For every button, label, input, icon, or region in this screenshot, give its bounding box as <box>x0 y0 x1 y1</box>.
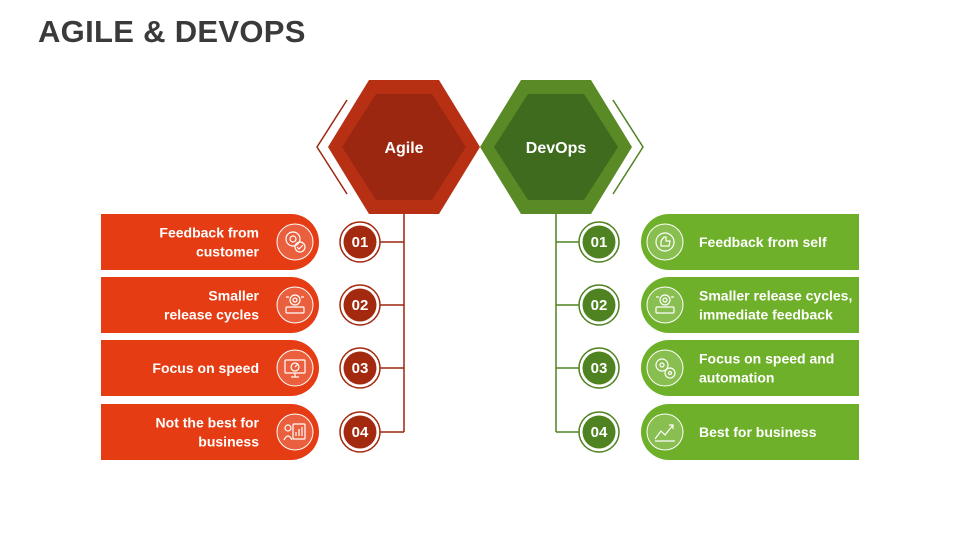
devops-card <box>641 277 859 333</box>
feedback-badge-icon <box>276 223 314 261</box>
agile-bracket <box>316 99 348 195</box>
devops-item-text: Focus on speed and <box>699 351 834 367</box>
agile-item-text: customer <box>196 244 260 260</box>
agile-item-text: business <box>198 434 259 450</box>
devops-item-04: Best for business 04 <box>578 404 859 460</box>
agile-number-badge: 02 <box>339 284 381 326</box>
speed-monitor-icon <box>276 349 314 387</box>
agile-item-text: Smaller <box>208 288 259 304</box>
devops-card <box>641 214 859 270</box>
devops-number: 02 <box>591 297 608 314</box>
agile-card <box>101 404 319 460</box>
devops-item-01: Feedback from self 01 <box>578 214 859 270</box>
agile-item-02: Smaller release cycles 02 <box>101 277 381 333</box>
release-gear-icon <box>276 286 314 324</box>
agile-item-04: Not the best for business 04 <box>101 404 381 460</box>
devops-item-text: Smaller release cycles, <box>699 288 852 304</box>
agile-item-03: Focus on speed 03 <box>101 340 381 396</box>
business-chart-icon <box>276 413 314 451</box>
devops-label: DevOps <box>526 140 587 157</box>
devops-connectors <box>555 212 580 433</box>
devops-card <box>641 340 859 396</box>
business-growth-icon <box>646 413 684 451</box>
agile-connectors <box>380 212 405 433</box>
agile-card <box>101 277 319 333</box>
self-feedback-icon <box>646 223 684 261</box>
agile-number: 04 <box>352 424 369 441</box>
agile-number: 03 <box>352 360 369 377</box>
agile-label: Agile <box>384 140 423 157</box>
devops-number-badge: 02 <box>578 284 620 326</box>
release-gear-icon <box>646 286 684 324</box>
page-title: AGILE & DEVOPS <box>38 14 306 49</box>
devops-number-badge: 03 <box>578 347 620 389</box>
devops-item-text: immediate feedback <box>699 307 833 323</box>
agile-item-text: Feedback from <box>159 225 259 241</box>
agile-card <box>101 214 319 270</box>
agile-card <box>101 340 319 396</box>
devops-item-text: Feedback from self <box>699 234 827 250</box>
agile-hexagon: Agile <box>328 80 480 214</box>
devops-number-badge: 04 <box>578 411 620 453</box>
agile-number-badge: 04 <box>339 411 381 453</box>
agile-item-text: Focus on speed <box>152 360 259 376</box>
devops-card <box>641 404 859 460</box>
devops-number: 04 <box>591 424 608 441</box>
devops-item-text: automation <box>699 370 774 386</box>
devops-bracket <box>612 99 644 195</box>
agile-item-text: Not the best for <box>156 415 260 431</box>
agile-number: 02 <box>352 297 369 314</box>
devops-number-badge: 01 <box>578 221 620 263</box>
devops-number: 03 <box>591 360 608 377</box>
devops-item-02: Smaller release cycles, immediate feedbac… <box>578 277 859 333</box>
agile-number-badge: 03 <box>339 347 381 389</box>
devops-hexagon: DevOps <box>480 80 632 214</box>
agile-item-01: Feedback from customer 01 <box>101 214 381 270</box>
devops-number: 01 <box>591 234 608 251</box>
agile-item-text: release cycles <box>164 307 259 323</box>
devops-item-text: Best for business <box>699 424 817 440</box>
agile-number-badge: 01 <box>339 221 381 263</box>
agile-number: 01 <box>352 234 369 251</box>
automation-gears-icon <box>646 349 684 387</box>
devops-item-03: Focus on speed and automation 03 <box>578 340 859 396</box>
